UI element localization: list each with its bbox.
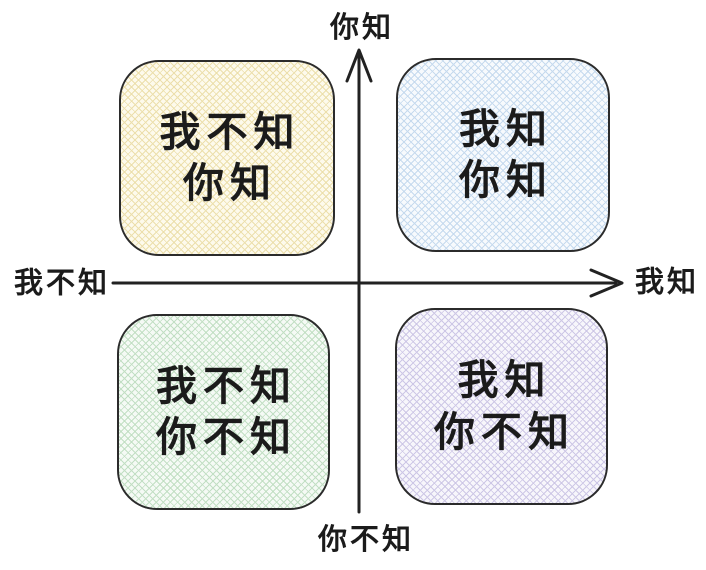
- quadrant-label-line: 你不知: [434, 407, 575, 456]
- quadrant-label-line: 你知: [183, 159, 277, 207]
- x-axis-left-label: 我不知: [14, 265, 111, 300]
- quadrant-label-line: 我不知: [156, 361, 297, 410]
- y-axis-top-label: 你知: [329, 10, 395, 44]
- quadrant-hidden-area: 我知 你不知: [395, 308, 608, 505]
- quadrant-label-line: 你不知: [156, 413, 297, 461]
- quadrant-unknown-area: 我不知 你不知: [117, 314, 330, 510]
- y-axis-bottom-label: 你不知: [317, 522, 415, 556]
- x-axis-arrowhead-icon: [589, 268, 624, 298]
- x-axis-right-label: 我知: [635, 264, 700, 299]
- quadrant-label-line: 我知: [457, 356, 552, 405]
- quadrant-blind-spot: 我不知 你知: [119, 60, 335, 256]
- quadrant-label-line: 你知: [459, 156, 553, 204]
- quadrant-label-line: 我知: [459, 104, 553, 153]
- y-axis-arrowhead-icon: [345, 48, 373, 83]
- quadrant-label-line: 我不知: [159, 107, 301, 156]
- quadrant-open-area: 我知 你知: [396, 58, 610, 252]
